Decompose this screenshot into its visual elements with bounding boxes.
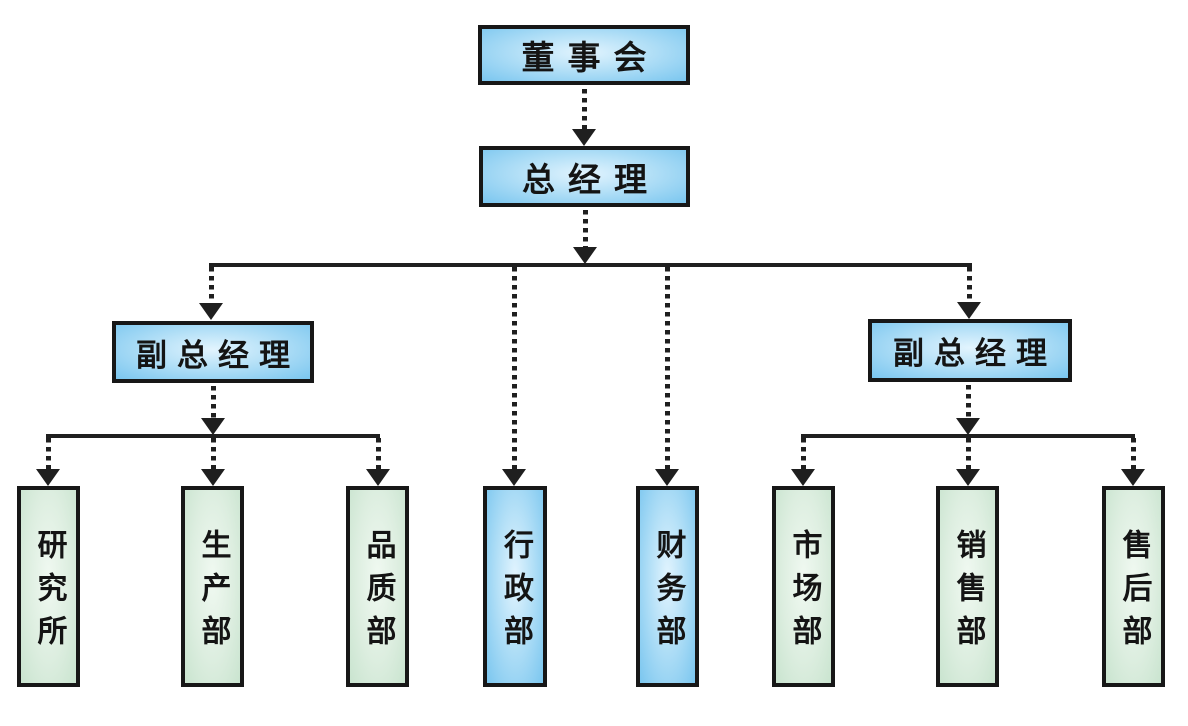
node-production: 生产部	[181, 486, 244, 687]
node-research-label: 研究所	[31, 528, 67, 658]
arrowhead-board-to-gm	[572, 129, 596, 146]
node-after-sales-label: 售后部	[1116, 528, 1152, 658]
connector-rail-to-quality	[376, 438, 381, 470]
connector-rail-to-deputy-right	[967, 267, 972, 304]
connector-board-to-gm	[582, 89, 587, 131]
node-marketing: 市场部	[772, 486, 835, 687]
node-deputy-gm-left-label: 副总经理	[136, 337, 300, 374]
node-quality: 品质部	[346, 486, 409, 687]
arrowhead-deputy-left	[199, 303, 223, 320]
node-deputy-gm-left: 副总经理	[112, 321, 314, 383]
node-finance: 财务部	[636, 486, 699, 687]
connector-deputy-left-to-rail	[211, 386, 216, 419]
node-sales-label: 销售部	[950, 528, 986, 658]
node-after-sales: 售后部	[1102, 486, 1165, 687]
connector-rail-to-research	[46, 438, 51, 470]
arrowhead-admin	[502, 469, 526, 486]
arrowhead-right-rail	[956, 418, 980, 435]
arrowhead-gm-to-rail	[573, 247, 597, 264]
rail-right-group	[801, 434, 1135, 438]
rail-top-level	[209, 263, 972, 267]
connector-rail-to-after-sales	[1131, 438, 1136, 470]
connector-gm-to-rail	[583, 210, 588, 247]
arrowhead-production	[201, 469, 225, 486]
connector-rail-to-production	[211, 438, 216, 470]
node-general-manager: 总经理	[479, 146, 690, 207]
node-finance-label: 财务部	[650, 528, 686, 658]
node-general-manager-label: 总经理	[522, 159, 660, 199]
arrowhead-deputy-right	[957, 302, 981, 319]
node-sales: 销售部	[936, 486, 999, 687]
node-deputy-gm-right: 副总经理	[868, 319, 1072, 382]
connector-rail-to-admin	[512, 267, 517, 470]
node-quality-label: 品质部	[360, 528, 396, 658]
arrowhead-finance	[655, 469, 679, 486]
node-board: 董事会	[478, 25, 690, 85]
node-deputy-gm-right-label: 副总经理	[893, 336, 1057, 372]
rail-left-group	[46, 434, 380, 438]
node-production-label: 生产部	[195, 528, 231, 658]
node-admin: 行政部	[483, 486, 547, 687]
connector-rail-to-finance	[665, 267, 670, 470]
arrowhead-sales	[956, 469, 980, 486]
connector-deputy-right-to-rail	[966, 385, 971, 419]
node-marketing-label: 市场部	[786, 528, 822, 658]
connector-rail-to-marketing	[801, 438, 806, 470]
node-research: 研究所	[17, 486, 80, 687]
connector-rail-to-sales	[966, 438, 971, 470]
arrowhead-quality	[366, 469, 390, 486]
arrowhead-left-rail	[201, 418, 225, 435]
node-admin-label: 行政部	[498, 528, 533, 658]
arrowhead-research	[36, 469, 60, 486]
node-board-label: 董事会	[521, 38, 660, 77]
connector-rail-to-deputy-left	[209, 267, 214, 305]
arrowhead-after-sales	[1121, 469, 1145, 486]
arrowhead-marketing	[791, 469, 815, 486]
